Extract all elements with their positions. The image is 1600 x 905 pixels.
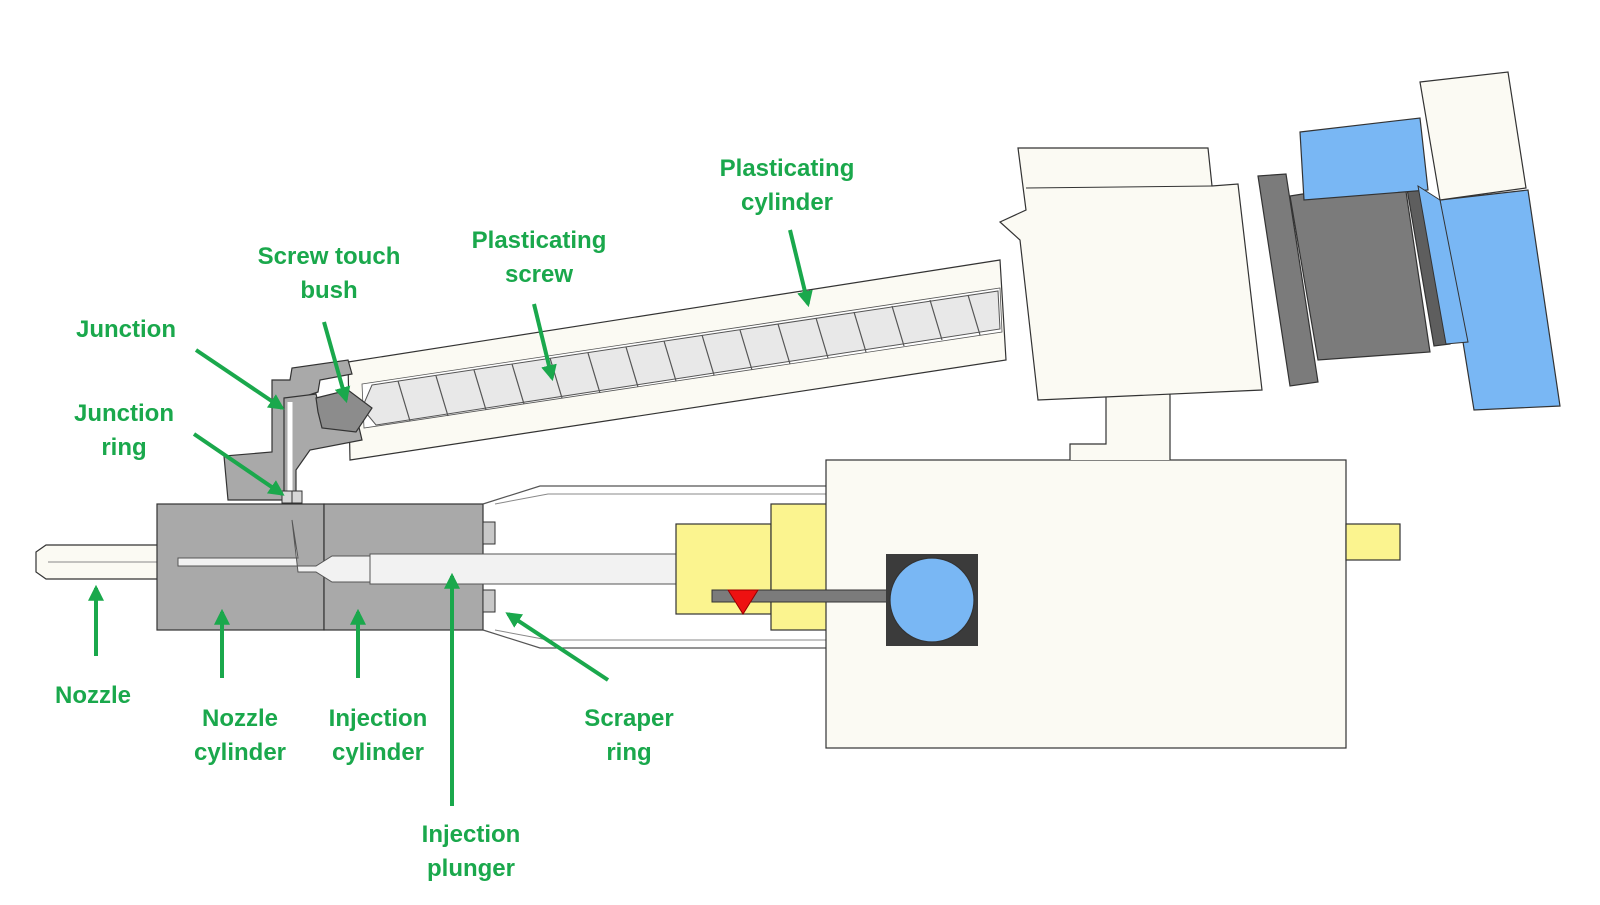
nozzle-cylinder [156, 503, 325, 631]
crank-wheel [886, 554, 978, 646]
green-arrow-icon [505, 612, 610, 682]
label-junction: Junction [76, 316, 176, 343]
drive-housing [825, 459, 1401, 749]
injection-plunger [369, 553, 677, 585]
green-arrow-icon [322, 321, 351, 404]
motor-flange [1257, 173, 1319, 387]
red-triangle-icon [727, 589, 759, 615]
green-arrow-icon [192, 432, 285, 496]
junction-ring [281, 490, 303, 504]
feed-housing [998, 147, 1263, 401]
coupling [675, 503, 828, 631]
green-arrow-icon [788, 229, 813, 308]
blue-motor-housing [1299, 117, 1561, 411]
green-arrow-icon [194, 348, 285, 410]
green-arrow-icon [532, 303, 557, 382]
injection-housing [482, 485, 826, 649]
scraper-ring [482, 521, 496, 613]
gearbox-cover [1419, 71, 1527, 201]
label-nozzle: Nozzle [54, 682, 132, 709]
label-arrows [88, 229, 813, 806]
plasticating-screw [361, 290, 1001, 426]
